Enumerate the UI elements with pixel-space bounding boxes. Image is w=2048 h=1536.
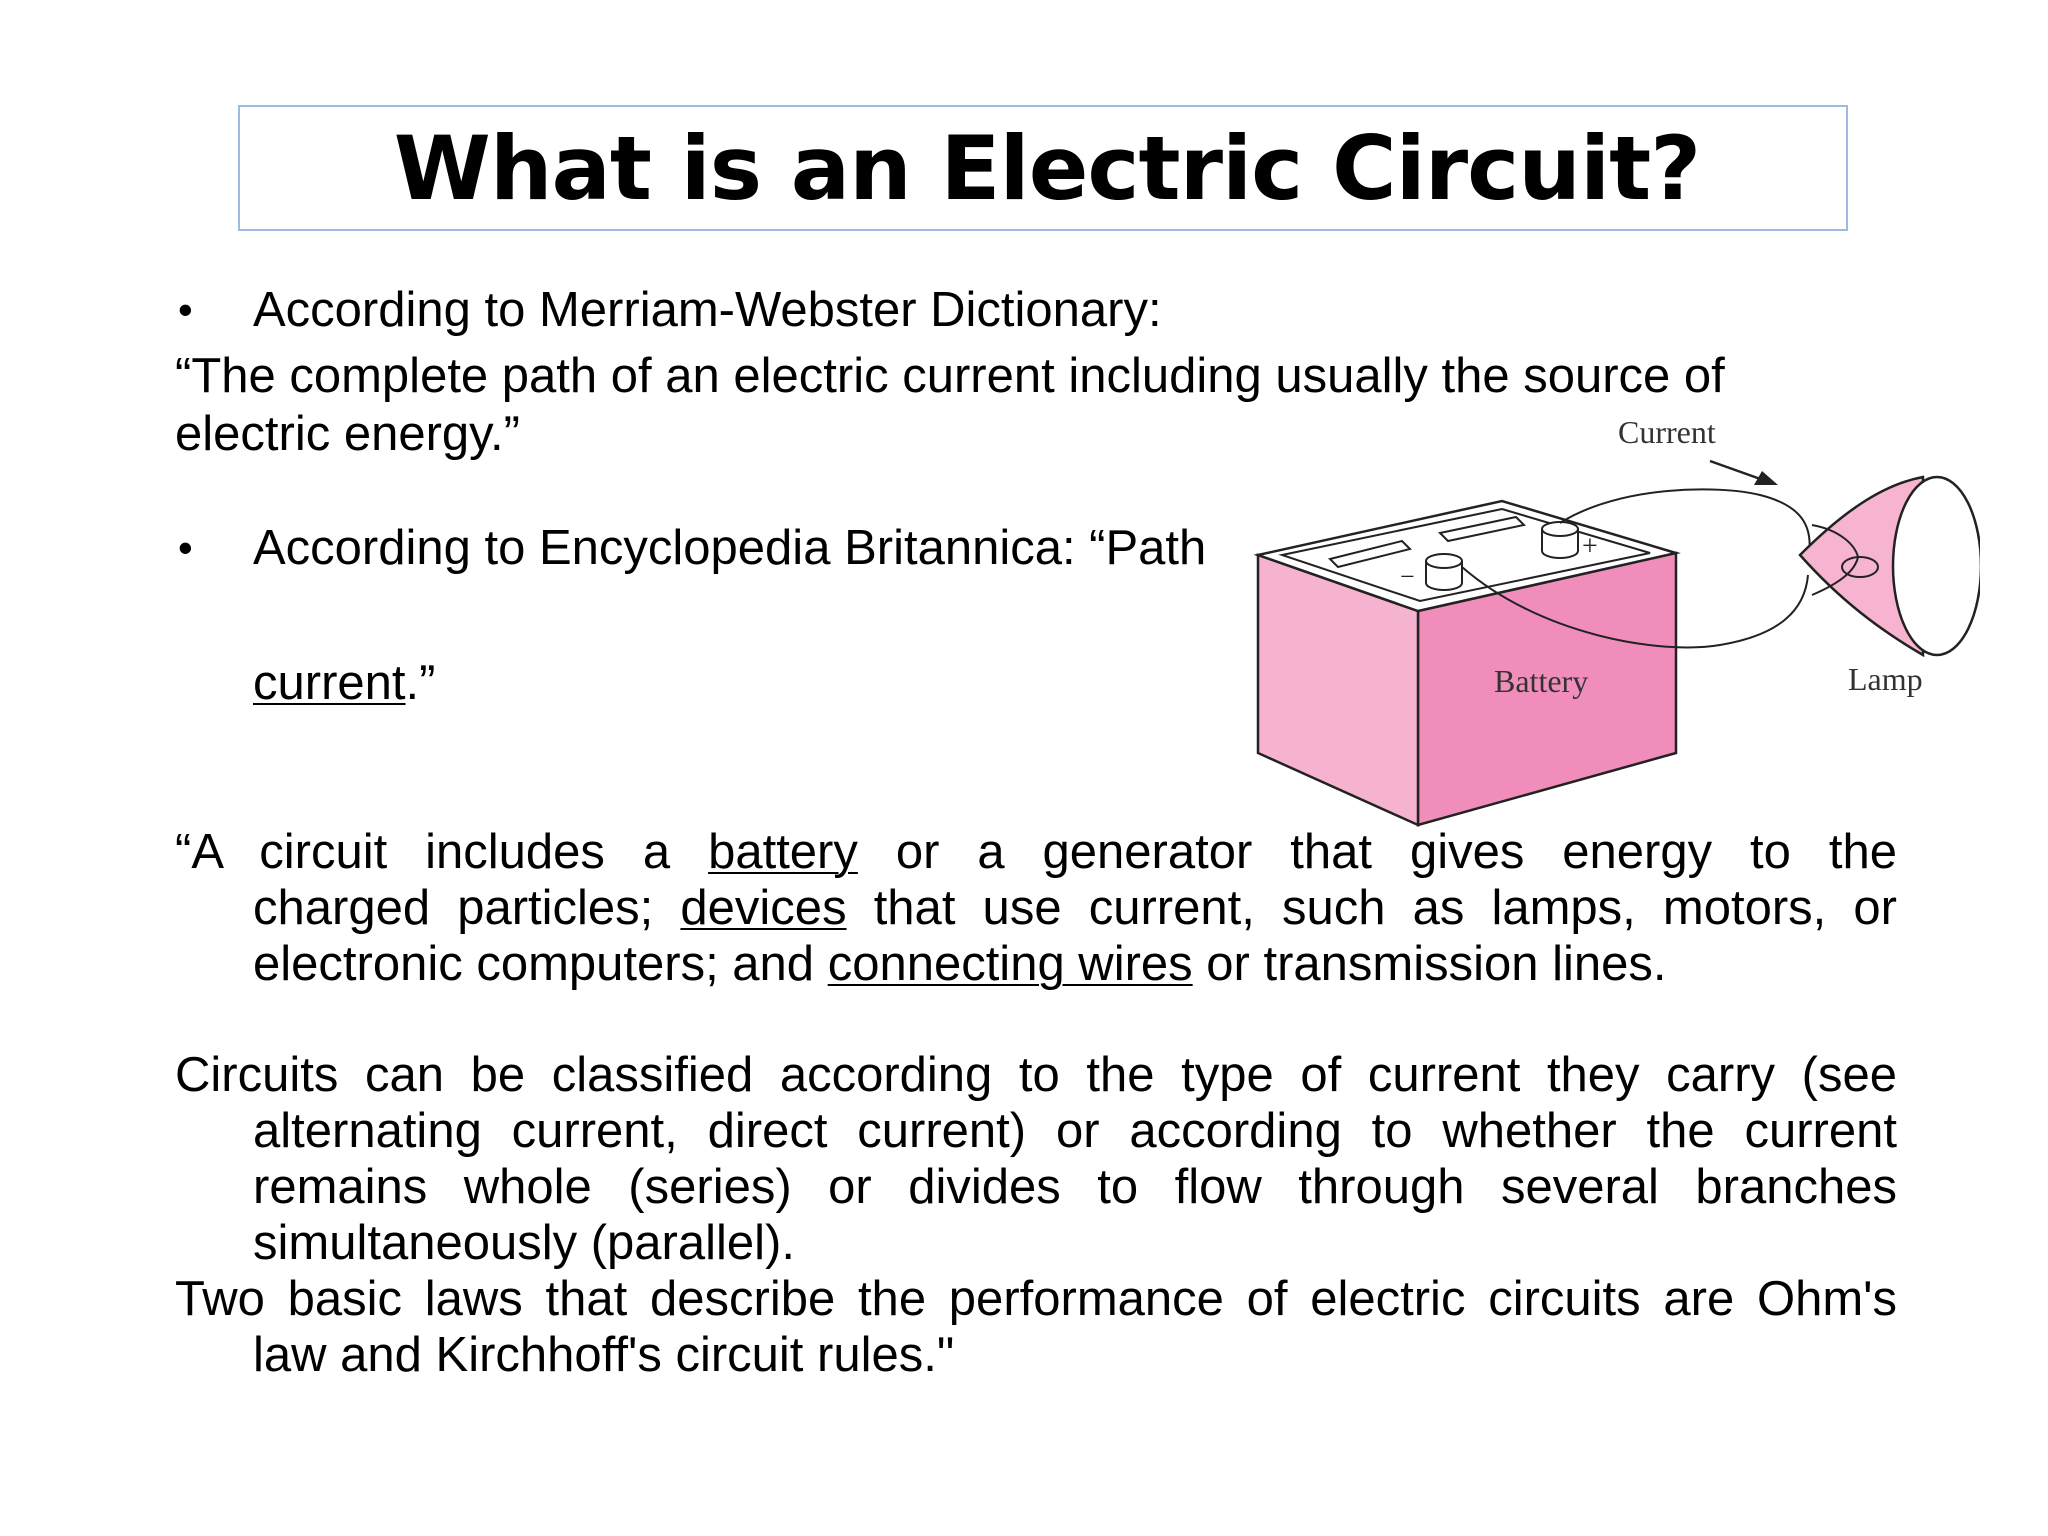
current-arrow bbox=[1709, 459, 1778, 485]
slide-title: What is an Electric Circuit? bbox=[393, 116, 1701, 220]
plus-sign: + bbox=[1582, 531, 1598, 562]
lamp-label: Lamp bbox=[1848, 661, 1923, 697]
paragraph-circuit-laws: Two basic laws that describe the perform… bbox=[175, 1272, 1897, 1382]
connecting-wires-link[interactable]: connecting wires bbox=[827, 937, 1193, 991]
positive-terminal bbox=[1541, 521, 1579, 559]
lamp-icon bbox=[1798, 475, 1980, 658]
negative-terminal bbox=[1425, 553, 1463, 591]
continuation-tail: .” bbox=[405, 656, 436, 710]
britannica-intro: According to Encyclopedia Britannica: “P… bbox=[253, 521, 1207, 575]
merriam-quote-line2: electric energy.” bbox=[175, 407, 520, 461]
bullet-britannica: • bbox=[178, 524, 193, 571]
paragraph-circuit-classification: Circuits can be classified according to … bbox=[175, 1048, 1897, 1270]
wire-bottom bbox=[1461, 566, 1809, 649]
battery-link[interactable]: battery bbox=[708, 825, 858, 879]
merriam-quote-line1: “The complete path of an electric curren… bbox=[175, 349, 1725, 403]
bullet-merriam: • bbox=[178, 286, 193, 333]
merriam-intro: According to Merriam-Webster Dictionary: bbox=[253, 283, 1162, 337]
battery-label: Battery bbox=[1494, 663, 1588, 699]
minus-sign: − bbox=[1400, 562, 1415, 591]
devices-link[interactable]: devices bbox=[680, 881, 847, 935]
circuit-figure: − + Current Battery Lamp bbox=[1253, 414, 1980, 827]
title-box: What is an Electric Circuit? bbox=[238, 105, 1848, 231]
current-link[interactable]: current bbox=[253, 656, 406, 710]
paragraph-circuit-components: “A circuit includes a battery or a gener… bbox=[175, 825, 1897, 991]
wire-top bbox=[1559, 488, 1811, 561]
britannica-continuation: current.” bbox=[253, 655, 435, 711]
current-label: Current bbox=[1618, 414, 1716, 450]
